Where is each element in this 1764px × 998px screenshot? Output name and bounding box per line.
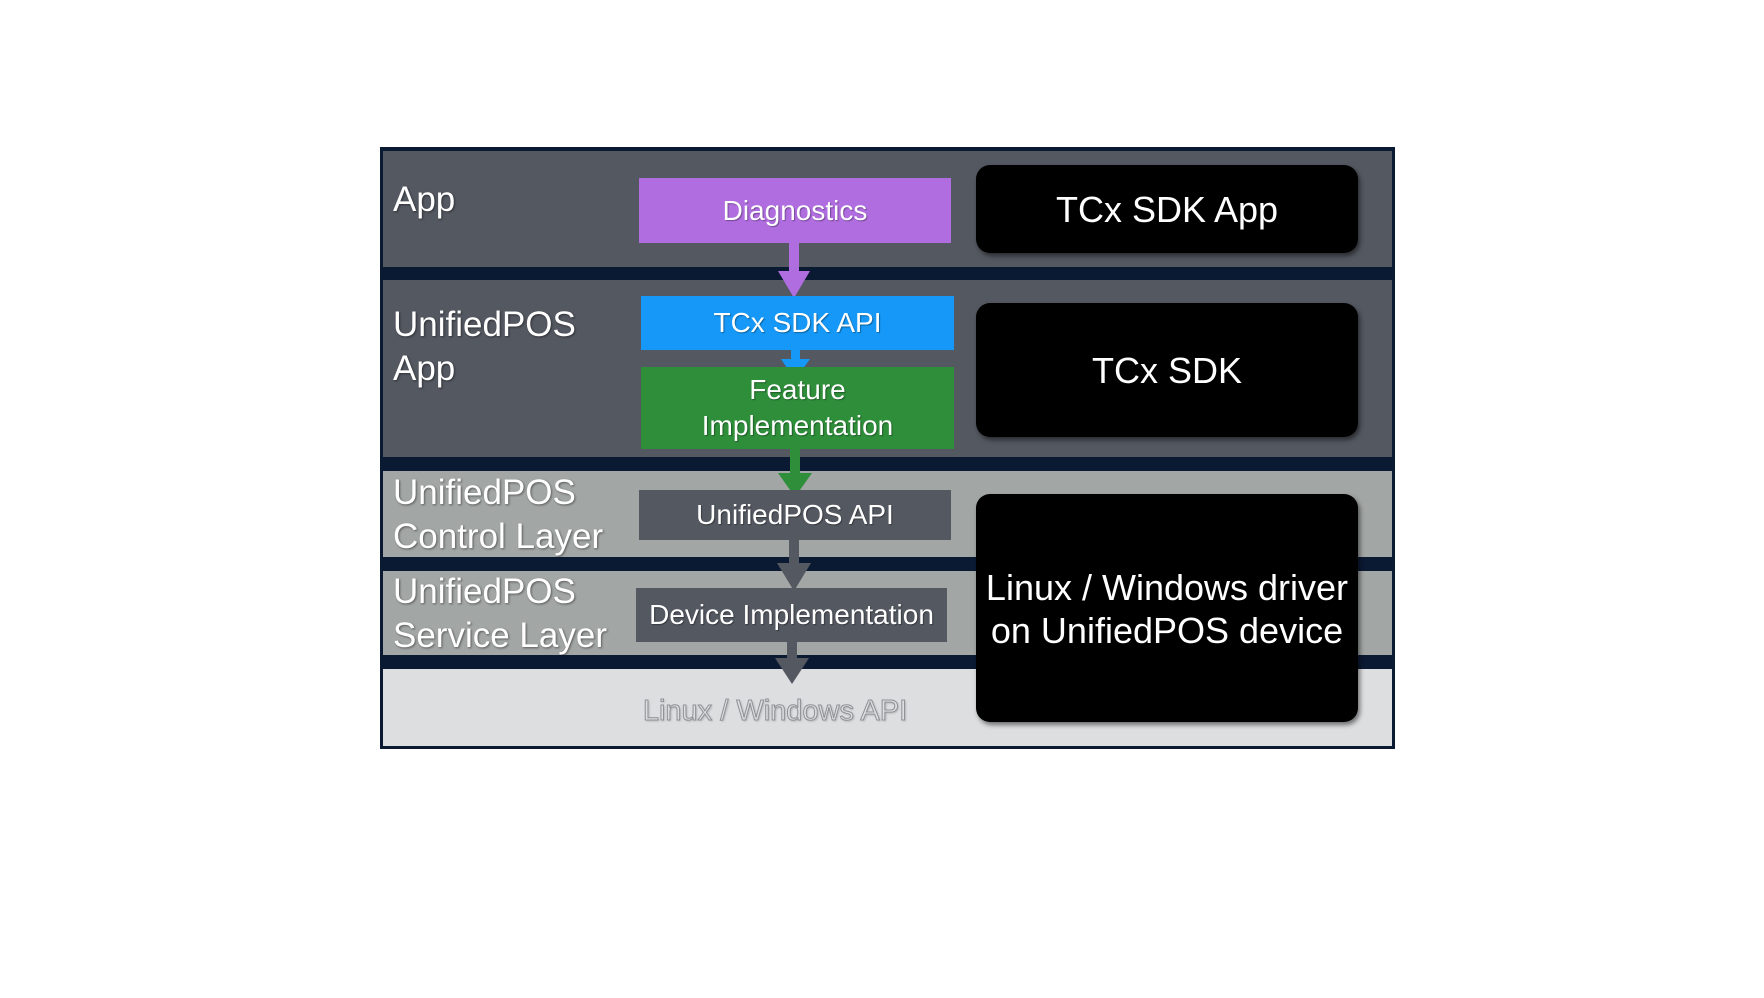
control-layer-label: UnifiedPOS Control Layer — [393, 473, 604, 556]
tcx-sdk-app-box: TCx SDK App — [976, 165, 1358, 253]
tcx-sdk-box: TCx SDK — [976, 303, 1358, 437]
device-implementation-box: Device Implementation — [636, 588, 947, 642]
feature-implementation-box: Feature Implementation — [641, 367, 954, 449]
os-api-label: Linux / Windows API — [642, 695, 908, 728]
architecture-diagram: App UnifiedPOS App UnifiedPOS Control La… — [380, 147, 1395, 749]
tcx-sdk-api-box: TCx SDK API — [641, 296, 954, 350]
app-layer-label: App — [393, 180, 456, 219]
service-layer-label: UnifiedPOS Service Layer — [393, 572, 607, 655]
driver-box: Linux / Windows driver on UnifiedPOS dev… — [976, 494, 1358, 722]
unifiedpos-api-box: UnifiedPOS API — [639, 490, 951, 540]
unifiedpos-app-layer-label: UnifiedPOS App — [393, 305, 576, 388]
diagnostics-box: Diagnostics — [639, 178, 951, 243]
